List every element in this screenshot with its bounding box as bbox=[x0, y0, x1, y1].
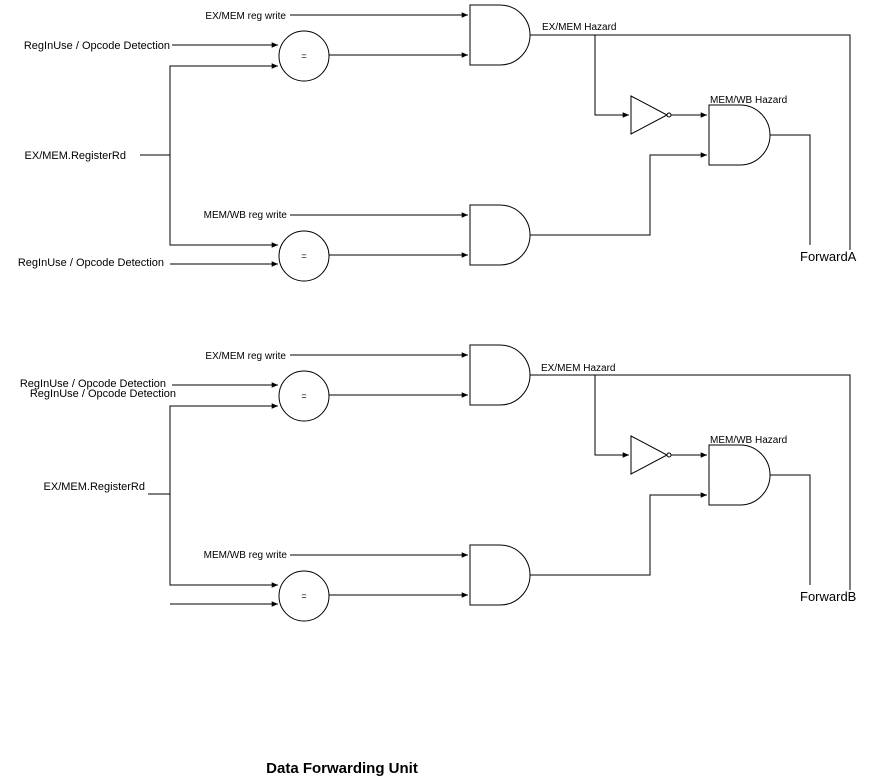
inverter-bubble bbox=[666, 112, 672, 118]
equality-symbol: = bbox=[301, 391, 306, 401]
memwb-hazard-label: MEM/WB Hazard bbox=[710, 95, 787, 106]
exmem-hazard-label: EX/MEM Hazard bbox=[542, 22, 616, 33]
memwb-hazard-and-gate bbox=[708, 104, 771, 166]
register-rd-wire bbox=[148, 403, 278, 495]
equality-comparator bbox=[278, 230, 330, 282]
equality-comparator bbox=[278, 30, 330, 82]
register-rd-wire bbox=[169, 155, 278, 248]
exmem-hazard-label: EX/MEM Hazard bbox=[541, 363, 615, 374]
memwb-hazard-label: MEM/WB Hazard bbox=[710, 435, 787, 446]
exmem-hazard-wire bbox=[530, 34, 851, 250]
exmem-and-gate bbox=[469, 344, 531, 406]
memwb-hazard-and-gate bbox=[708, 444, 771, 506]
reg-in-use-label-overlap: RegInUse / Opcode Detection bbox=[30, 388, 176, 400]
memwb-hazard-wire bbox=[770, 134, 811, 245]
register-rd-label: EX/MEM.RegisterRd bbox=[25, 150, 126, 162]
exmem-and-gate bbox=[469, 4, 531, 66]
equality-symbol: = bbox=[301, 591, 306, 601]
forward-a-output-label: ForwardA bbox=[800, 249, 857, 264]
reg-in-use-label: RegInUse / Opcode Detection bbox=[18, 257, 164, 269]
memwb-reg-write-label: MEM/WB reg write bbox=[204, 550, 288, 561]
hazard-to-inverter-wire bbox=[594, 375, 629, 458]
memwb-and-output-wire bbox=[530, 492, 707, 576]
reg-in-use-label: RegInUse / Opcode Detection bbox=[20, 378, 166, 390]
exmem-reg-write-label: EX/MEM reg write bbox=[205, 351, 286, 362]
memwb-and-gate bbox=[469, 544, 531, 606]
register-rd-label: EX/MEM.RegisterRd bbox=[44, 481, 145, 493]
equality-symbol: = bbox=[301, 251, 306, 261]
inverter-bubble bbox=[666, 452, 672, 458]
exmem-reg-write-label: EX/MEM reg write bbox=[205, 11, 286, 22]
inverter-gate bbox=[630, 435, 669, 475]
memwb-and-output-wire bbox=[530, 152, 707, 236]
hazard-to-inverter-wire bbox=[594, 35, 629, 118]
register-rd-wire bbox=[169, 494, 278, 588]
equality-symbol: = bbox=[301, 51, 306, 61]
memwb-hazard-wire bbox=[770, 474, 811, 585]
diagram-title: Data Forwarding Unit bbox=[266, 760, 418, 777]
equality-comparator bbox=[278, 570, 330, 622]
reg-in-use-label: RegInUse / Opcode Detection bbox=[24, 40, 170, 52]
forward-b-unit: EX/MEM reg write RegInUse / Opcode Detec… bbox=[20, 344, 856, 622]
memwb-and-gate bbox=[469, 204, 531, 266]
memwb-reg-write-label: MEM/WB reg write bbox=[204, 210, 288, 221]
inverter-gate bbox=[630, 95, 669, 135]
forward-b-output-label: ForwardB bbox=[800, 589, 856, 604]
register-rd-wire bbox=[140, 63, 278, 156]
exmem-hazard-wire bbox=[530, 374, 851, 590]
forward-a-unit: EX/MEM reg write RegInUse / Opcode Detec… bbox=[18, 4, 857, 282]
equality-comparator bbox=[278, 370, 330, 422]
